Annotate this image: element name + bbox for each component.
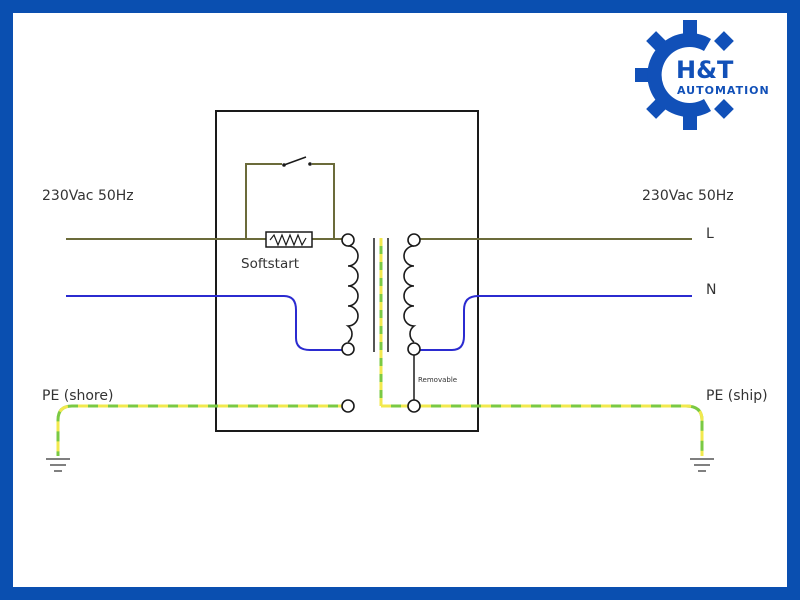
switch-contact — [308, 162, 312, 166]
terminal — [341, 233, 355, 247]
pe-wire-ship-stripe — [381, 404, 704, 456]
left-supply-label: 230Vac 50Hz — [42, 188, 134, 204]
terminals — [341, 233, 421, 413]
bypass-wire-left — [245, 163, 282, 239]
softstart-label: Softstart — [241, 256, 299, 272]
terminal — [407, 233, 421, 247]
ground-icon — [46, 458, 70, 472]
terminal — [341, 342, 355, 356]
secondary-coil — [403, 245, 417, 343]
terminal — [407, 342, 421, 356]
gear-icon — [635, 20, 734, 130]
terminal — [407, 399, 421, 413]
line-label: L — [706, 226, 714, 242]
ground-icon — [690, 458, 714, 472]
bypass-wire-right — [312, 163, 335, 239]
bypass-switch — [283, 156, 307, 166]
neutral-wire-ship — [414, 295, 692, 351]
pe-wire-shore-stripe — [56, 404, 348, 456]
neutral-label: N — [706, 282, 716, 298]
logo-primary-text: H&T — [676, 56, 734, 84]
logo-secondary-text: AUTOMATION — [677, 84, 770, 97]
company-logo: H&T AUTOMATION — [635, 20, 770, 130]
pe-ship-label: PE (ship) — [706, 388, 768, 404]
terminal — [341, 399, 355, 413]
removable-label: Removable — [418, 376, 457, 384]
right-supply-label: 230Vac 50Hz — [642, 188, 734, 204]
neutral-wire-shore — [66, 295, 348, 351]
isolation-transformer-diagram: 230Vac 50Hz 230Vac 50Hz L N PE (shore) P… — [42, 20, 770, 472]
primary-coil — [345, 245, 359, 343]
diagram-canvas: 230Vac 50Hz 230Vac 50Hz L N PE (shore) P… — [13, 13, 787, 587]
switch-contact — [282, 163, 286, 167]
resistor-zigzag — [269, 233, 307, 247]
pe-shore-label: PE (shore) — [42, 388, 113, 404]
enclosure-box — [215, 110, 479, 432]
